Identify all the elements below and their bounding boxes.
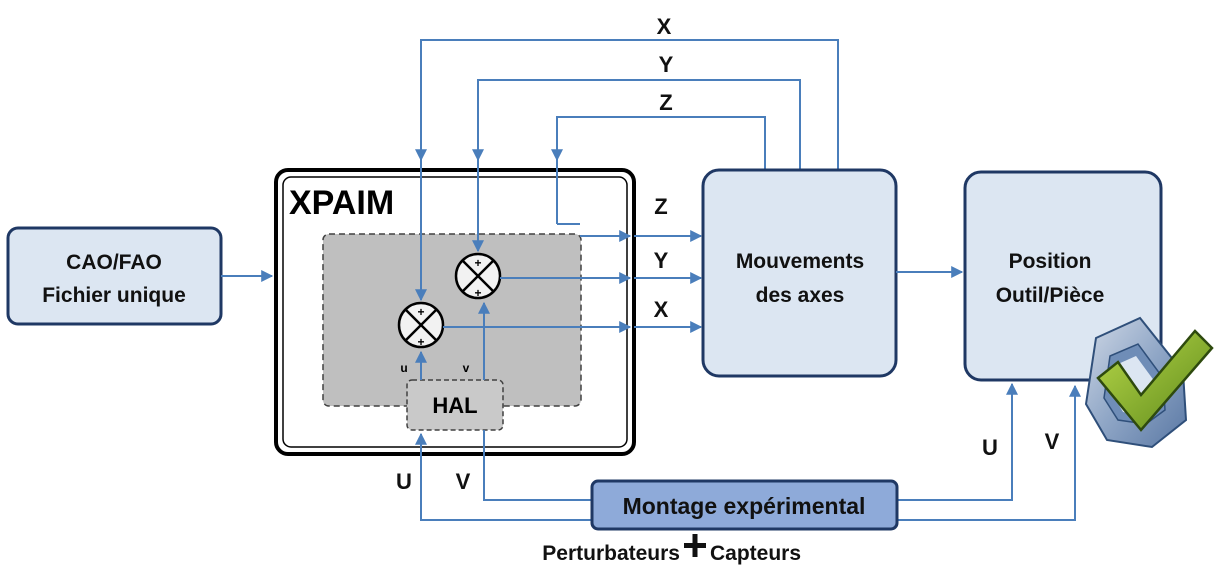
y-feedback-line xyxy=(472,79,801,170)
hal-label: HAL xyxy=(432,393,477,418)
summer-x: + + xyxy=(397,301,445,349)
position-label-line1: Position xyxy=(1009,250,1092,273)
position-box: Position Outil/Pièce xyxy=(963,170,1163,382)
summer-y-sign-bottom: + xyxy=(474,286,481,300)
summer-x-sign-top: + xyxy=(417,305,424,319)
v-feedback-line xyxy=(483,430,592,501)
plus-icon xyxy=(684,534,706,557)
position-label-line2: Outil/Pièce xyxy=(996,284,1105,307)
axes-label-line1: Mouvements xyxy=(736,250,864,273)
cad-label-line1: CAO/FAO xyxy=(66,251,162,274)
setup-box: Montage expérimental xyxy=(590,479,899,531)
z-signal-label: Z xyxy=(654,194,667,219)
cad-box: CAO/FAO Fichier unique xyxy=(6,226,223,326)
x-signal-label: X xyxy=(654,297,669,322)
summer-y-sign-top: + xyxy=(474,256,481,270)
u-bottom-label: U xyxy=(396,469,412,494)
setup-label: Montage expérimental xyxy=(623,493,866,519)
y-top-label: Y xyxy=(659,52,674,77)
summer-y: + + xyxy=(454,252,502,300)
checkmark-icon xyxy=(1084,316,1214,449)
v-to-position-line xyxy=(897,384,1081,521)
feedback-lines xyxy=(415,39,839,170)
z-top-label: Z xyxy=(659,90,672,115)
u-to-position-line xyxy=(897,382,1018,501)
cad-label-line2: Fichier unique xyxy=(42,284,186,307)
footer-right-label: Capteurs xyxy=(710,542,801,565)
x-top-label: X xyxy=(657,14,672,39)
footer-left-label: Perturbateurs xyxy=(542,542,680,565)
u-feedback-line xyxy=(415,432,592,521)
hal-box: HAL xyxy=(406,379,504,431)
y-signal-label: Y xyxy=(654,248,669,273)
axes-box: Mouvements des axes xyxy=(701,168,898,378)
z-feedback-line xyxy=(551,116,766,170)
small-v-label: v xyxy=(463,361,470,375)
axes-label-line2: des axes xyxy=(756,284,845,307)
v-right-label: V xyxy=(1045,429,1060,454)
summer-x-sign-bottom: + xyxy=(417,335,424,349)
x-feedback-line xyxy=(415,39,839,170)
v-bottom-label: V xyxy=(456,469,471,494)
u-right-label: U xyxy=(982,435,998,460)
small-u-label: u xyxy=(400,361,407,375)
xpaim-title: XPAIM xyxy=(289,184,394,222)
